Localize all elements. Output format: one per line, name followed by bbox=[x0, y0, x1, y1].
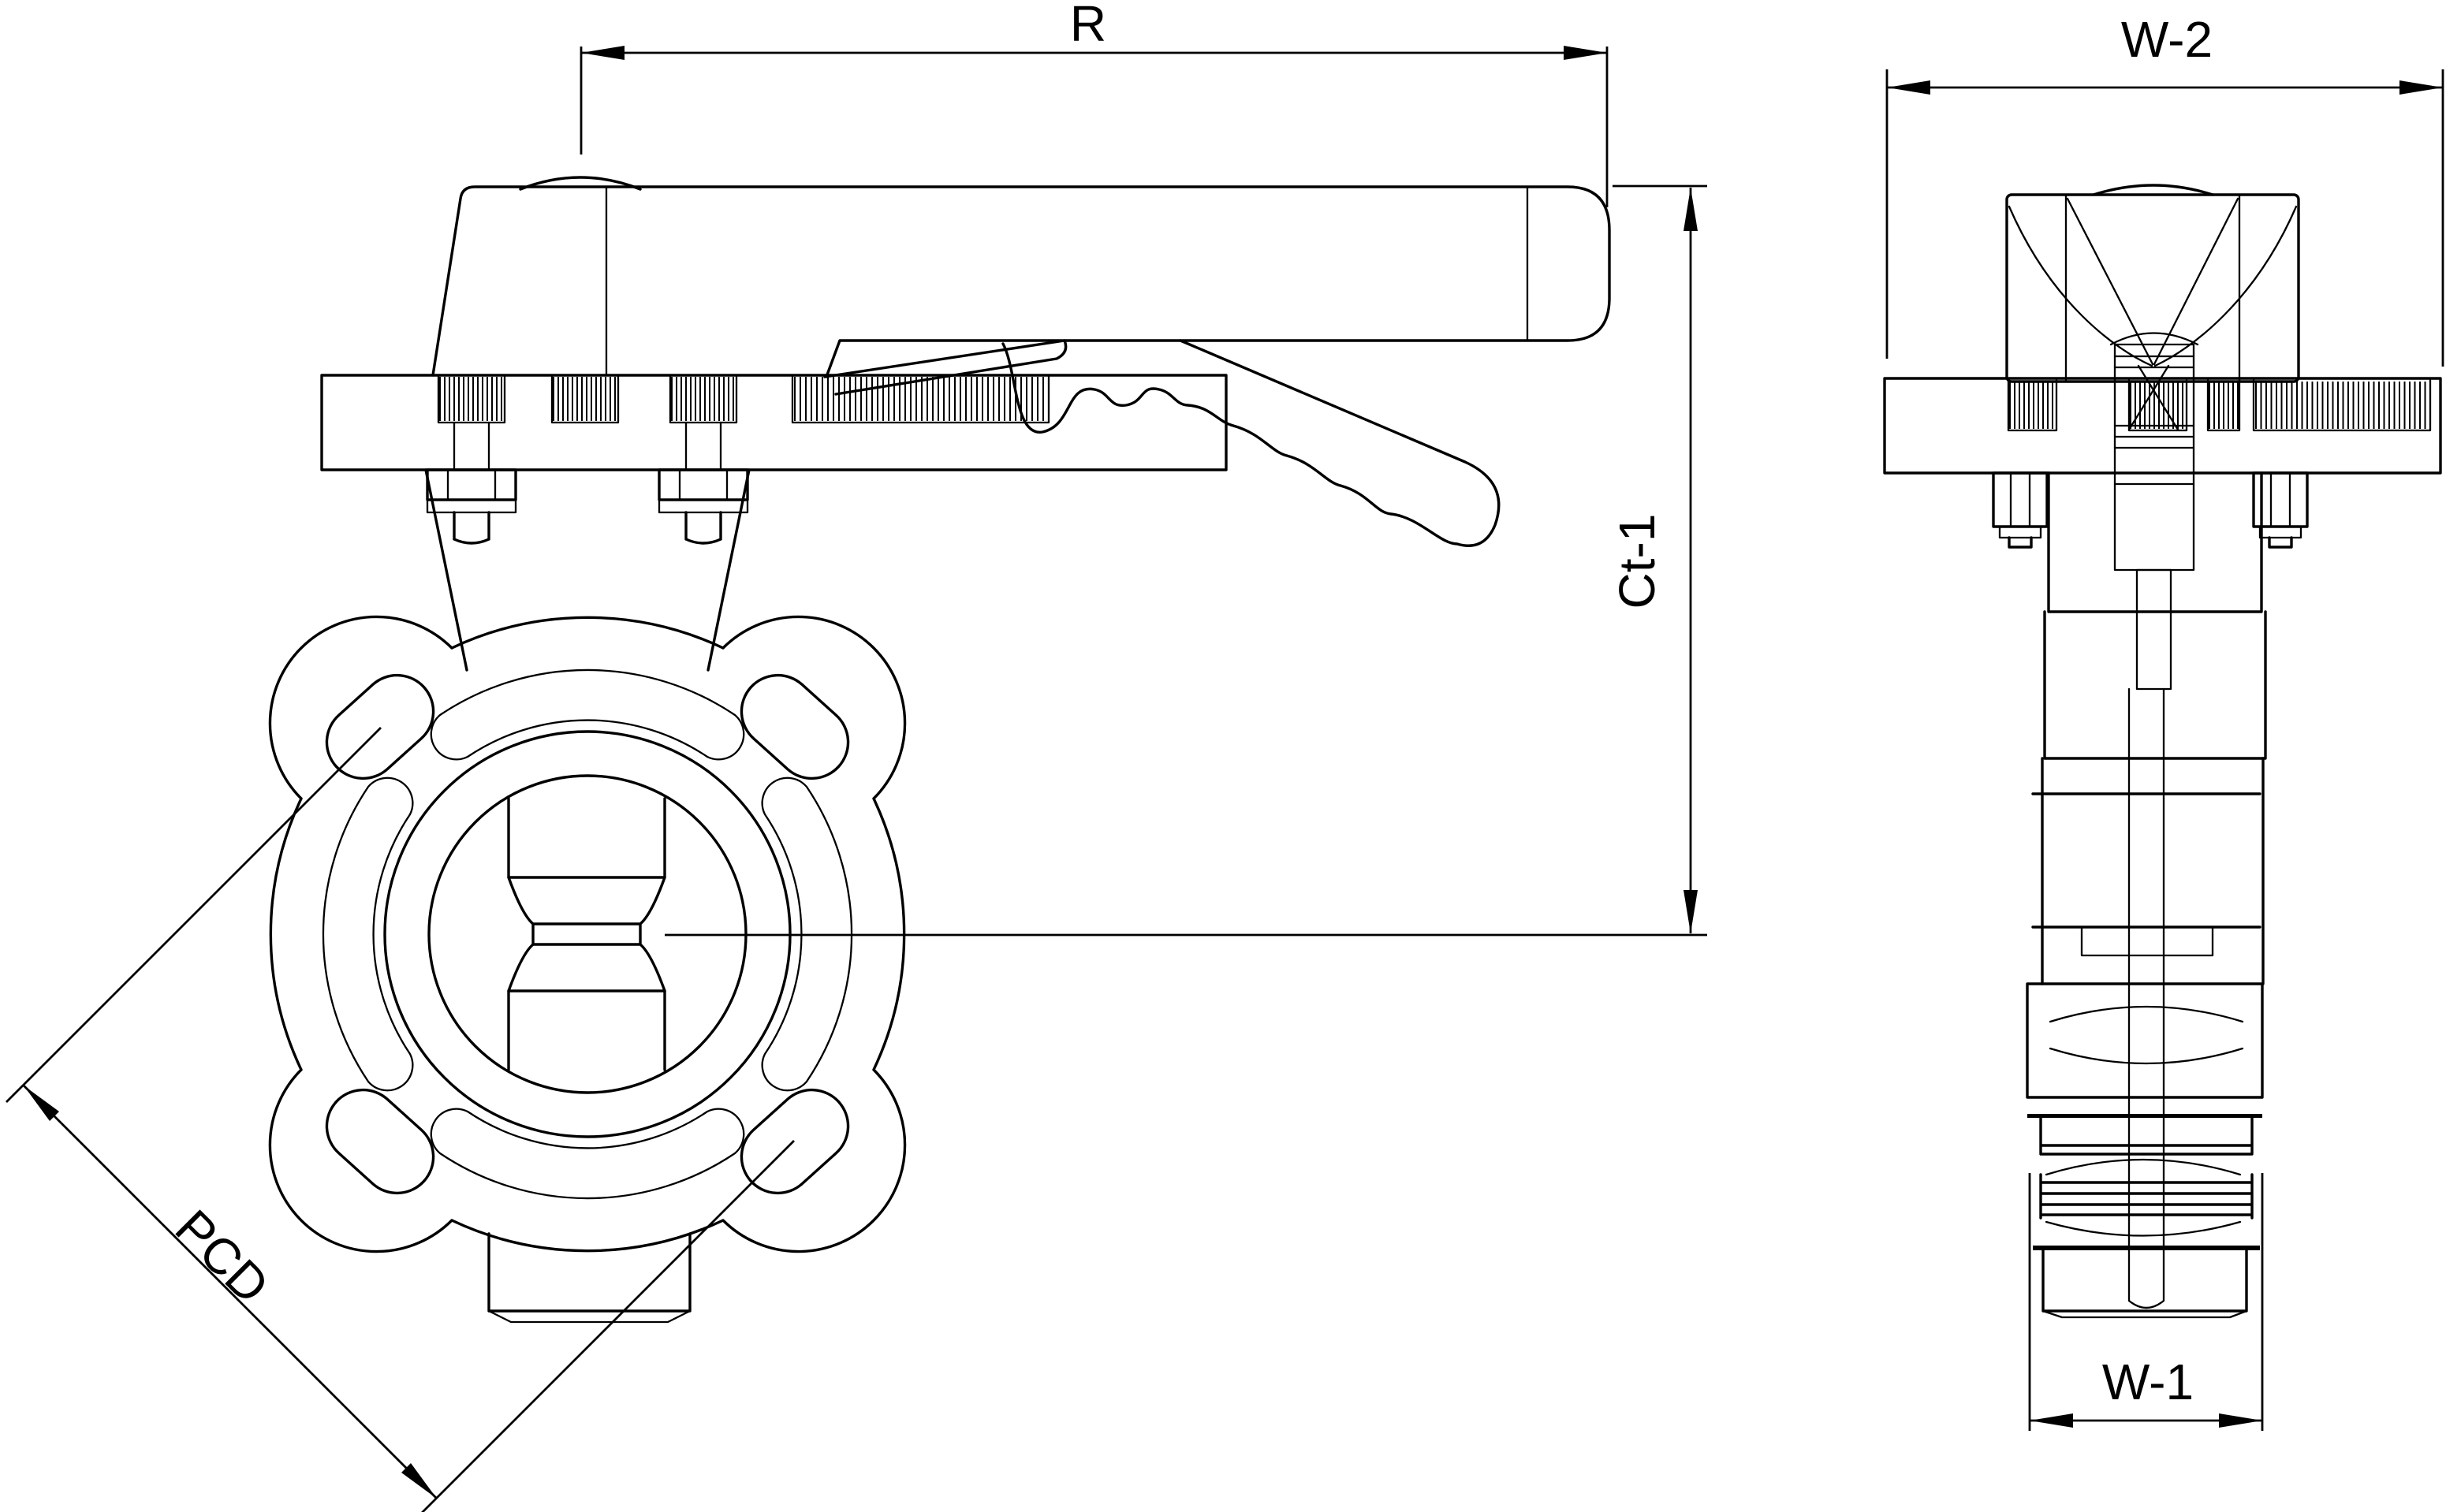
dimension-w1: W-1 bbox=[2028, 1173, 2264, 1431]
dimension-w1-label: W-1 bbox=[2102, 1354, 2194, 1410]
front-view bbox=[268, 176, 1611, 1324]
arched-slot-west bbox=[322, 776, 414, 1092]
dimension-r: R bbox=[580, 0, 1609, 207]
dimension-w2: W-2 bbox=[1885, 11, 2444, 367]
bolt-slot-hole-bottom-right bbox=[740, 1088, 850, 1195]
side-body bbox=[2026, 471, 2267, 1319]
dimension-ct1-label: Ct-1 bbox=[1609, 514, 1665, 609]
dimension-ct1: Ct-1 bbox=[665, 184, 1707, 937]
plate-bolt-left bbox=[426, 421, 517, 545]
serration-ticks bbox=[439, 377, 2426, 429]
release-trigger-bar bbox=[823, 339, 1068, 396]
arched-slot-south bbox=[430, 1108, 745, 1200]
hand-grip bbox=[1001, 339, 1501, 547]
side-bolt-left bbox=[1992, 471, 2049, 549]
lever-outline bbox=[431, 185, 1611, 378]
valve-neck bbox=[424, 468, 751, 672]
side-view bbox=[1883, 184, 2442, 1319]
bolt-slot-hole-top-right bbox=[740, 673, 850, 780]
arched-slot-north bbox=[430, 668, 745, 761]
side-handle-cap bbox=[2005, 184, 2300, 431]
dimension-pcd-label: PCD bbox=[165, 1199, 280, 1314]
dimension-pcd: PCD bbox=[6, 727, 795, 1512]
side-bolt-right bbox=[2252, 471, 2309, 549]
lever-handle bbox=[431, 176, 1611, 547]
bottom-foot bbox=[487, 1232, 692, 1324]
arched-slot-east bbox=[761, 776, 853, 1092]
spring-clip bbox=[2008, 197, 2298, 431]
plate-bolt-right bbox=[658, 421, 749, 545]
bolt-slot-hole-bottom-left bbox=[325, 1088, 435, 1195]
dimension-r-label: R bbox=[1070, 0, 1106, 52]
disc-spool bbox=[507, 797, 666, 1071]
pivot-dome bbox=[519, 176, 642, 191]
side-mounting-plate bbox=[1883, 377, 2442, 475]
bolt-slot-hole-top-left bbox=[325, 673, 435, 780]
dimension-w2-label: W-2 bbox=[2121, 11, 2213, 68]
side-stem bbox=[2113, 343, 2195, 1309]
